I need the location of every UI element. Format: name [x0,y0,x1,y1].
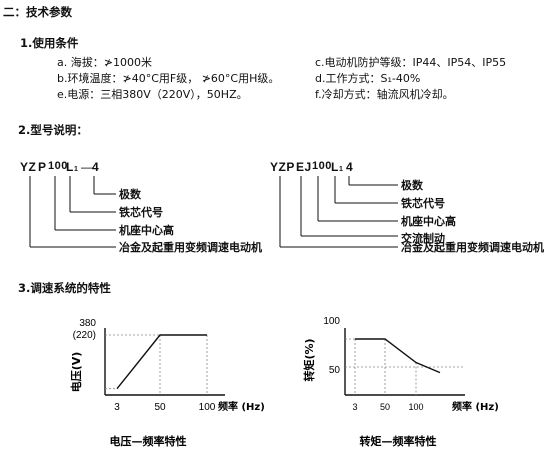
model-description-title: 2.型号说明： [18,123,88,137]
chart1-xtick-50: 50 [154,402,166,413]
chart1-axes [104,328,225,396]
chart1-xtick-3: 3 [114,402,120,413]
chart2-xtick-3: 3 [352,402,357,412]
right-code-100: 100 [312,160,332,172]
right-label-core: 铁芯代号 [401,197,445,210]
right-code-l: L [331,160,339,174]
left-code-sub1: 1 [74,166,79,173]
chart2-ytick-50: 50 [329,365,341,376]
right-label-poles: 极数 [401,179,423,192]
chart1-ytick-220: (220) [73,330,96,341]
right-label-brake: 交流制动 [401,232,445,245]
chart2-xlabel: 频率 (Hz) [452,400,499,413]
right-code-ej: EJ [296,160,312,174]
left-code-l: L [66,160,74,174]
left-code-p: P [38,160,47,174]
chart1-ytick-380: 380 [79,318,96,329]
chart2-ytick-100: 100 [323,316,340,327]
chart2-xtick-50: 50 [380,402,390,412]
right-code-sub1: 1 [339,166,344,173]
section-title: 二：技术参数 [3,5,72,19]
chart2-axes [344,328,465,396]
right-label-motor: 冶金及起重用变频调速电动机 [401,241,544,254]
left-label-frame: 机座中心高 [119,224,174,237]
condition-cooling: f.冷却方式：轴流风机冷却。 [315,88,454,101]
condition-protection: c.电动机防护等级：IP44、IP54、IP55 [315,56,507,69]
chart1-xlabel: 频率 (Hz) [218,400,265,413]
chart2-ylabel: 转矩(%) [302,338,316,381]
usage-conditions-title: 1.使用条件 [20,36,79,50]
right-code-yzp: YZP [270,160,295,174]
chart2-guides [345,338,465,395]
right-label-frame: 机座中心高 [401,215,456,228]
right-code-4: 4 [346,160,354,174]
left-label-core: 铁芯代号 [119,206,163,219]
left-label-motor: 冶金及起重用变频调速电动机 [119,241,262,254]
condition-duty: d.工作方式：S₁-40% [315,72,421,85]
chart2-xtick-100: 100 [408,402,423,412]
chart1-xtick-100: 100 [199,402,216,413]
chart2-series-line [355,338,441,374]
chart1-series-line [116,334,207,390]
condition-altitude: a. 海拔：≯1000米 [57,56,152,69]
left-code-yz: YZ [20,160,37,174]
chart2-title: 转矩—频率特性 [360,434,437,448]
condition-temperature: b.环境温度：≯40°C用F级， ≯60°C用H级。 [57,72,280,85]
chart1-guides [105,334,208,395]
left-code-100: 100 [48,160,68,172]
chart1-title: 电压—频率特性 [110,434,187,448]
chart1-ylabel: 电压(V) [69,352,83,393]
speed-system-title: 3.调速系统的特性 [18,281,111,295]
condition-power: e.电源：三相380V（220V），50HZ。 [57,88,248,101]
left-code-dash: — [81,160,94,174]
left-label-poles: 极数 [119,188,141,201]
left-code-4: 4 [92,160,100,174]
